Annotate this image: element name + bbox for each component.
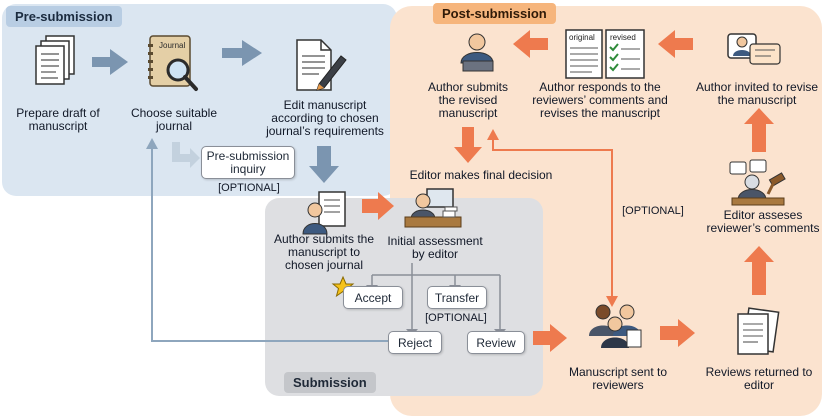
document-pen-icon (296, 39, 347, 91)
arrow-sent-to-returned (660, 319, 695, 347)
editor-desk-icon (404, 188, 462, 228)
reviews-docs-icon (737, 307, 780, 355)
optional-transfer-label: [OPTIONAL] (425, 312, 487, 324)
arrow-to-inquiry (172, 142, 200, 168)
optional-loop-line (492, 139, 613, 298)
editor-gavel-icon (729, 159, 786, 206)
blue-flow-arrows (92, 40, 339, 183)
original-revised-docs-icon: original revised (565, 29, 645, 79)
arrow-responds-to-submits (513, 30, 548, 58)
author-invited-icon (727, 33, 781, 65)
arrow-submit-to-assessment (362, 192, 394, 220)
arrow-edit-down (309, 146, 339, 183)
transfer-box[interactable]: Transfer (427, 286, 487, 309)
optional-final-label: [OPTIONAL] (622, 205, 684, 217)
arrow-returned-to-assess (744, 246, 774, 295)
arrow-invited-to-responds (658, 30, 693, 58)
reject-loop-line (151, 147, 388, 342)
revised-icon-text: revised (610, 33, 636, 42)
arrow-draft-to-journal (92, 49, 128, 75)
arrow-assess-to-invited (744, 108, 774, 152)
pre-submission-tag: Pre-submission (6, 6, 122, 27)
review-box[interactable]: Review (467, 331, 525, 354)
submission-tag: Submission (284, 372, 376, 393)
decision-tree-lines (371, 263, 501, 330)
reject-box[interactable]: Reject (388, 331, 442, 354)
editor-final-label: Editor makes final decision (409, 168, 553, 182)
accept-box[interactable]: Accept (343, 286, 403, 309)
post-submission-tag: Post-submission (433, 3, 556, 24)
original-icon-text: original (569, 33, 595, 42)
arrow-submits-to-final (454, 127, 482, 163)
optional-presub-label: [OPTIONAL] (218, 182, 280, 194)
document-stack-icon (35, 35, 75, 85)
arrow-journal-to-edit (222, 40, 262, 66)
arrow-review-to-sent (533, 324, 567, 352)
author-submits-revised-icon (460, 33, 494, 72)
orange-flow-arrows (362, 30, 774, 352)
journal-magnifier-icon: Journal (148, 35, 198, 91)
reviewers-group-icon (589, 304, 642, 348)
journal-icon-text: Journal (159, 41, 185, 50)
author-document-icon (302, 191, 346, 235)
